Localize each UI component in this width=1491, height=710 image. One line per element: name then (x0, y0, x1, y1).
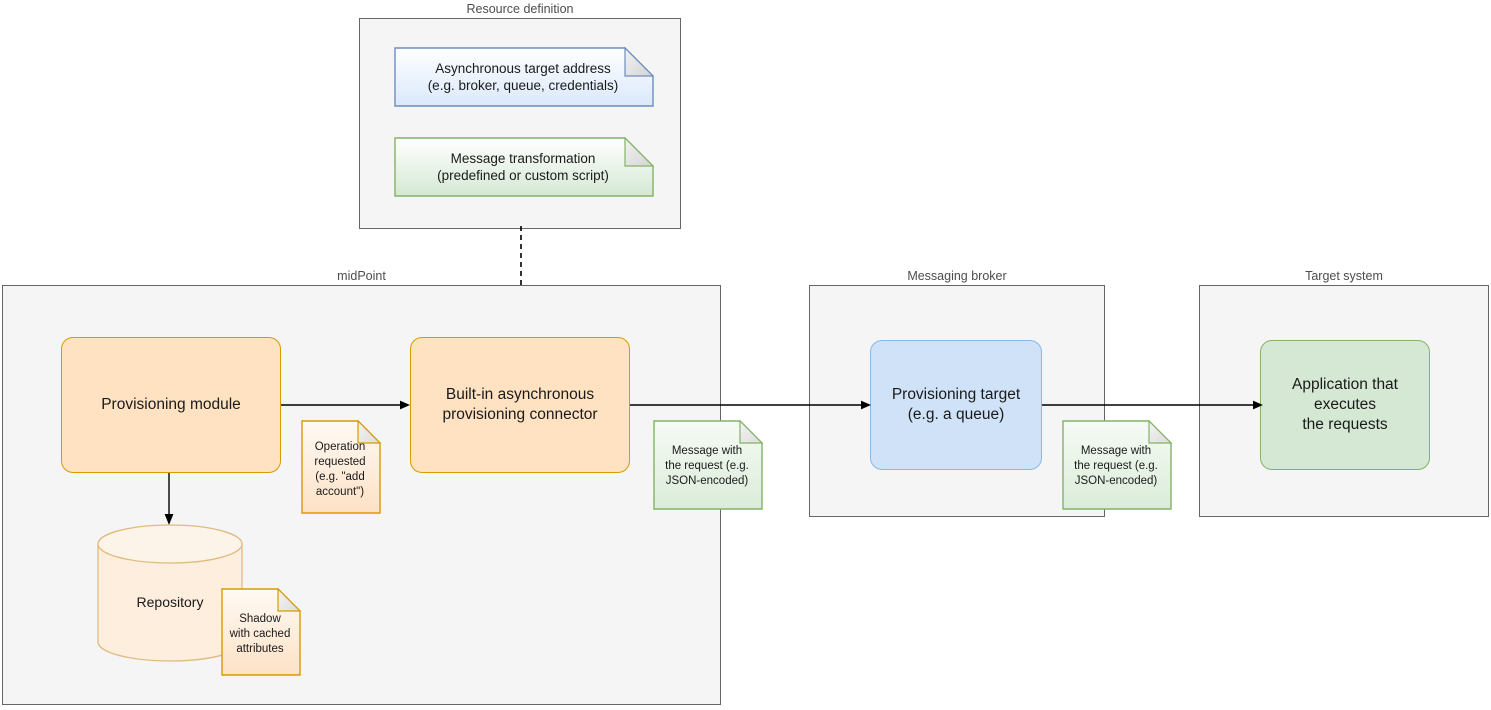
arrow-connector-to-target (630, 400, 871, 410)
repository-cylinder (97, 524, 243, 662)
node-provisioning-target[interactable]: Provisioning target (e.g. a queue) (870, 340, 1042, 470)
group-label-midpoint: midPoint (337, 269, 386, 283)
arrow-module-to-repository (164, 473, 174, 525)
repository-label: Repository (136, 594, 204, 610)
note-operation-requested-text: Operation requested (e.g. "add account") (314, 441, 366, 498)
note-shadow-cached-attributes-text: Shadow with cached attributes (229, 612, 291, 655)
note-async-target-address-text: Asynchronous target address (e.g. broker… (427, 61, 619, 93)
group-label-resource-definition: Resource definition (466, 2, 574, 16)
group-label-target-system: Target system (1305, 269, 1383, 283)
note-message-request-2-text: Message with the request (e.g. JSON-enco… (1074, 444, 1158, 487)
arrow-module-to-connector (281, 400, 410, 410)
group-label-messaging-broker: Messaging broker (907, 269, 1007, 283)
node-provisioning-module[interactable]: Provisioning module (61, 337, 281, 473)
note-message-request-1-text: Message with the request (e.g. JSON-enco… (665, 444, 749, 487)
node-async-connector[interactable]: Built-in asynchronous provisioning conne… (410, 337, 630, 473)
arrow-target-to-application (1042, 400, 1263, 410)
note-message-transformation-text: Message transformation (predefined or cu… (437, 151, 609, 183)
note-operation-requested (301, 420, 381, 514)
node-target-application[interactable]: Application that executes the requests (1260, 340, 1430, 470)
note-message-transformation (394, 137, 654, 197)
note-message-request-2 (1062, 420, 1172, 510)
note-message-request-1 (653, 420, 763, 510)
connector-dashed-resource-to-connector (520, 226, 522, 342)
note-shadow-cached-attributes (221, 588, 301, 676)
note-async-target-address (394, 47, 654, 107)
